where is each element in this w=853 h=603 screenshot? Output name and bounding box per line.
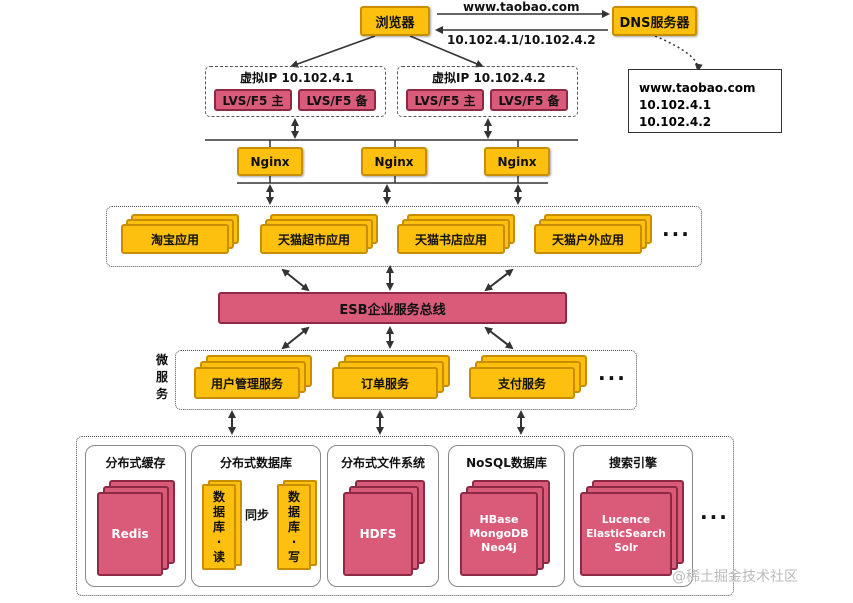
search-node: Lucence ElasticSearch Solr [580, 492, 672, 576]
dns-result-ip1: 10.102.4.1 [639, 98, 712, 112]
app-tmall-books: 天猫书店应用 [397, 224, 505, 254]
dns-result-ip2: 10.102.4.2 [639, 115, 712, 129]
db-read-node: 数 据 库 · 读 [202, 484, 236, 570]
nosql-node: HBase MongoDB Neo4j [460, 492, 538, 576]
nginx-node-1: Nginx [237, 147, 303, 176]
storage-ellipsis: ··· [700, 505, 729, 529]
dns-result-box: www.taobao.com 10.102.4.1 10.102.4.2 [628, 69, 782, 133]
service-user-management: 用户管理服务 [194, 367, 300, 399]
app-stack-tmall-supermarket: 天猫超市应用 [260, 214, 380, 254]
storage-search-title: 搜索引擎 [608, 456, 657, 470]
watermark: @稀土掘金技术社区 [672, 569, 798, 585]
search-elasticsearch: ElasticSearch [586, 528, 666, 540]
hdfs-stack: HDFS [343, 480, 427, 576]
vip1-lvs-master: LVS/F5 主 [214, 89, 292, 111]
dns-reply-label: 10.102.4.1/10.102.4.2 [447, 33, 596, 47]
search-solr: Solr [614, 542, 638, 554]
app-group [106, 206, 702, 267]
nosql-neo4j: Neo4j [481, 541, 517, 554]
app-tmall-supermarket: 天猫超市应用 [260, 224, 368, 254]
search-stack: Lucence ElasticSearch Solr [580, 480, 686, 576]
service-order: 订单服务 [332, 367, 438, 399]
service-stack-user: 用户管理服务 [194, 355, 314, 399]
service-stack-payment: 支付服务 [469, 355, 589, 399]
dns-server-node: DNS服务器 [612, 6, 697, 36]
nginx-node-3: Nginx [484, 147, 550, 176]
service-stack-order: 订单服务 [332, 355, 452, 399]
redis-stack: Redis [97, 480, 177, 576]
nosql-mongodb: MongoDB [469, 527, 529, 540]
browser-node: 浏览器 [360, 6, 430, 36]
storage-group [76, 436, 734, 596]
services-group [175, 350, 637, 410]
vip1-group: 虚拟IP 10.102.4.1 LVS/F5 主 LVS/F5 备 [205, 66, 386, 117]
app-stack-tmall-books: 天猫书店应用 [397, 214, 517, 254]
storage-nosql-title: NoSQL数据库 [466, 456, 547, 470]
vip2-title: 虚拟IP 10.102.4.2 [432, 71, 546, 85]
app-stack-taobao: 淘宝应用 [121, 214, 241, 254]
vip2-group: 虚拟IP 10.102.4.2 LVS/F5 主 LVS/F5 备 [397, 66, 578, 117]
search-lucene: Lucence [601, 514, 651, 526]
dns-query-label: www.taobao.com [463, 0, 580, 14]
vip2-lvs-master: LVS/F5 主 [406, 89, 484, 111]
dns-result-domain: www.taobao.com [639, 81, 756, 95]
vip1-lvs-backup: LVS/F5 备 [298, 89, 376, 111]
storage-database-title: 分布式数据库 [219, 456, 292, 470]
vip2-lvs-backup: LVS/F5 备 [490, 89, 568, 111]
db-write-node: 数 据 库 · 写 [277, 484, 311, 570]
browser-vip2-arrow [409, 35, 484, 68]
nosql-hbase: HBase [479, 513, 519, 526]
services-ellipsis: ··· [598, 366, 627, 390]
redis-node: Redis [97, 492, 163, 576]
browser-vip1-arrow [290, 35, 376, 68]
app-tmall-outdoor: 天猫户外应用 [534, 224, 642, 254]
storage-cache-title: 分布式缓存 [105, 456, 166, 470]
hdfs-node: HDFS [343, 492, 413, 576]
dns-result-arrow [654, 35, 703, 72]
nginx-node-2: Nginx [361, 147, 427, 176]
esb-bus: ESB企业服务总线 [218, 292, 567, 324]
apps-ellipsis: ··· [662, 222, 691, 246]
microservices-label: 微 服 务 [155, 353, 168, 401]
nosql-stack: HBase MongoDB Neo4j [460, 480, 552, 576]
app-stack-tmall-outdoor: 天猫户外应用 [534, 214, 654, 254]
db-sync-label: 同步 [245, 508, 270, 522]
vip1-title: 虚拟IP 10.102.4.1 [240, 71, 354, 85]
app-taobao: 淘宝应用 [121, 224, 229, 254]
storage-fs-title: 分布式文件系统 [340, 456, 425, 470]
service-payment: 支付服务 [469, 367, 575, 399]
